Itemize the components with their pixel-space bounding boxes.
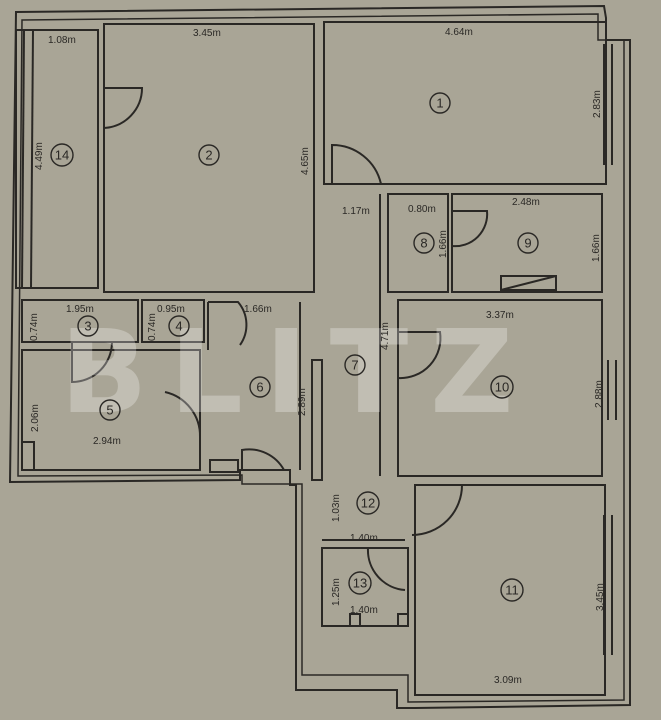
room-2-label: 2 <box>198 144 220 166</box>
room-3-label: 3 <box>77 315 99 337</box>
room-number: 8 <box>420 236 427 251</box>
room-4-wall <box>141 299 205 343</box>
room-10-wall <box>397 299 603 477</box>
room-13-label: 13 <box>348 571 372 595</box>
dimension-label: 1.40m <box>350 533 378 544</box>
dimension-label: 3.45m <box>193 28 221 39</box>
room-11-label: 11 <box>500 578 524 602</box>
room-9-wall <box>451 193 603 293</box>
dimension-label: 0.74m <box>29 313 40 341</box>
room-10-label: 10 <box>490 375 514 399</box>
dimension-label: 2.06m <box>30 404 41 432</box>
dimension-label: 2.94m <box>93 436 121 447</box>
dimension-label: 4.49m <box>34 142 45 170</box>
dimension-label: 0.74m <box>147 313 158 341</box>
watermark: BLITZ <box>60 306 536 440</box>
room-14-wall <box>15 29 99 289</box>
room-number: 9 <box>524 236 531 251</box>
room-6-label: 6 <box>249 376 271 398</box>
room-12-label: 12 <box>356 491 380 515</box>
room-number: 4 <box>175 319 182 334</box>
room-labels: 1 2 3 4 5 6 7 8 9 10 11 12 13 14 <box>50 92 539 602</box>
room-number: 11 <box>505 583 519 598</box>
room-number: 7 <box>351 358 358 373</box>
room-9-label: 9 <box>517 232 539 254</box>
dimension-label: 3.45m <box>595 583 606 611</box>
room-number: 2 <box>205 148 212 163</box>
room-4-label: 4 <box>168 315 190 337</box>
room-number: 13 <box>353 576 367 591</box>
dimension-label: 3.09m <box>494 675 522 686</box>
room-number: 1 <box>436 96 443 111</box>
dimension-label: 1.03m <box>331 494 342 522</box>
dimension-label: 2.89m <box>297 388 308 416</box>
room-8-label: 8 <box>413 232 435 254</box>
dimension-label: 4.65m <box>300 147 311 175</box>
dimension-label: 1.66m <box>438 230 449 258</box>
room-number: 5 <box>106 403 113 418</box>
dimension-labels: 1.08m 4.49m 3.45m 4.65m 4.64m 2.83m 1.17… <box>29 27 606 686</box>
room-number: 6 <box>256 380 263 395</box>
dimension-label: 1.95m <box>66 304 94 315</box>
dimension-label: 4.71m <box>380 322 391 350</box>
dimension-label: 1.40m <box>350 605 378 616</box>
room-number: 12 <box>361 496 375 511</box>
room-number: 14 <box>55 148 69 163</box>
room-number: 10 <box>495 380 509 395</box>
dimension-label: 1.17m <box>342 206 370 217</box>
room-7-label: 7 <box>344 354 366 376</box>
room-3-wall <box>21 299 139 343</box>
room-1-wall <box>323 21 607 185</box>
room-1-label: 1 <box>429 92 451 114</box>
dimension-label: 3.37m <box>486 310 514 321</box>
dimension-label: 1.66m <box>244 304 272 315</box>
dimension-label: 2.48m <box>512 197 540 208</box>
dimension-label: 1.66m <box>591 234 602 262</box>
dimension-label: 0.95m <box>157 304 185 315</box>
room-13-wall <box>321 547 409 627</box>
room-number: 3 <box>84 319 91 334</box>
dimension-label: 2.83m <box>592 90 603 118</box>
room-5-wall <box>21 349 201 471</box>
dimension-label: 1.25m <box>331 578 342 606</box>
room-14-label: 14 <box>50 143 74 167</box>
dimension-label: 4.64m <box>445 27 473 38</box>
dimension-label: 2.88m <box>594 380 605 408</box>
room-8-wall <box>387 193 449 293</box>
room-2-wall <box>103 23 315 293</box>
dimension-label: 0.80m <box>408 204 436 215</box>
inner-outline <box>17 13 625 703</box>
room-5-label: 5 <box>99 399 121 421</box>
dimension-label: 1.08m <box>48 35 76 46</box>
